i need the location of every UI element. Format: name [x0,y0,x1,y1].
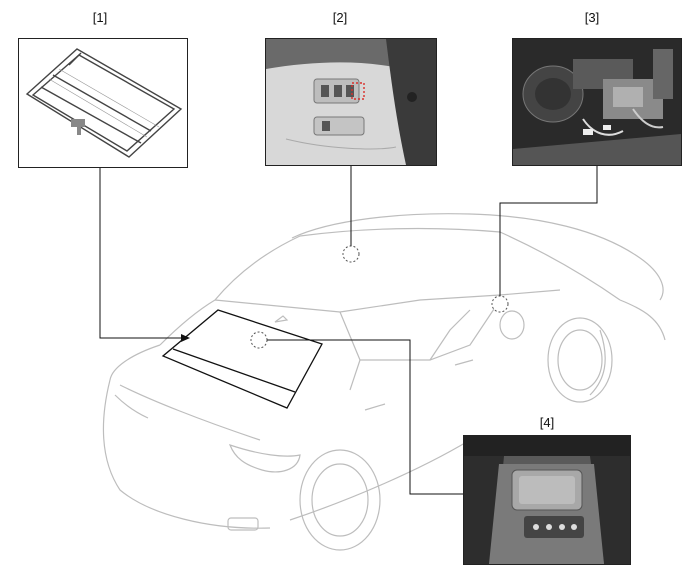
car-outline [102,213,666,551]
photo-2-dashboard-switch [265,38,437,166]
photo-4-rear-console [463,435,631,565]
location-marker-3 [491,295,509,313]
electronic-module-illustration [513,39,681,165]
leader-line-4 [267,339,463,495]
dashboard-switch-illustration [266,39,436,165]
photo-3-electronic-module [512,38,682,166]
leader-line-1 [99,168,185,339]
leader-lines [99,166,598,495]
location-marker-2 [342,245,360,263]
callout-label-3: [3] [584,10,600,25]
rear-console-illustration [464,436,630,564]
sunshade-frame-illustration [25,48,183,158]
sunroof-panel [161,309,323,409]
leader-arrow-1 [181,334,190,342]
callout-label-1: [1] [92,10,108,25]
callout-label-2: [2] [332,10,348,25]
callout-label-4: [4] [539,415,555,430]
switch-highlight [351,82,365,100]
leader-line-3 [499,166,598,296]
location-marker-4 [250,331,268,349]
photo-1-sunshade-frame [18,38,188,168]
